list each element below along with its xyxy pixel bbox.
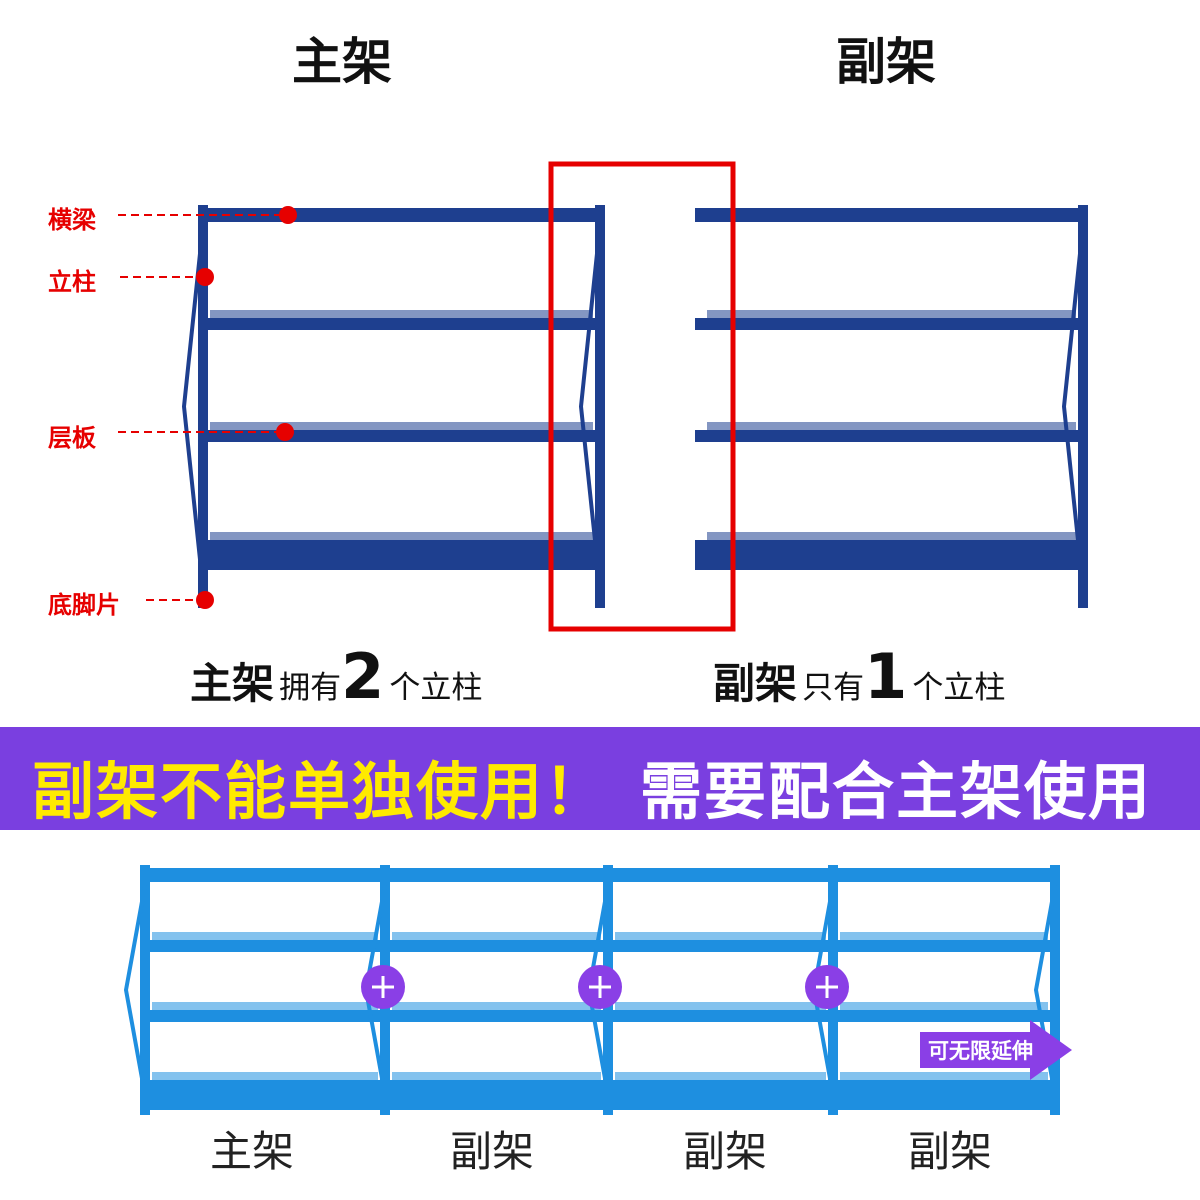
main-frame-heading: 主架 — [292, 33, 392, 91]
bottom-bay-1-shelf-board — [392, 932, 601, 940]
main-shelf-shelf-board — [210, 532, 593, 540]
bottom-bay-2-shelf-level — [603, 868, 838, 882]
bottom-label-sub-3: 副架 — [908, 1127, 993, 1176]
bottom-bay-3-shelf-board — [840, 1002, 1048, 1010]
bottom-label-sub-1: 副架 — [450, 1127, 535, 1176]
bottom-bay-2-shelf-level — [603, 940, 838, 952]
main-shelf-upright-left-brace — [181, 224, 205, 589]
bottom-bay-0-upright-left — [140, 865, 150, 1115]
sub-shelf-shelf-level — [695, 318, 1088, 330]
bottom-bay-1-shelf-board — [392, 1072, 601, 1080]
sub-shelf-upright-right — [1078, 205, 1088, 608]
bottom-bay-2-shelf-level — [603, 1010, 838, 1022]
sub-shelf-shelf-level — [695, 430, 1088, 442]
bottom-bay-2-shelf-board — [615, 932, 826, 940]
main-shelf-shelf-level — [198, 540, 605, 570]
main-shelf-shelf-board — [210, 422, 593, 430]
sub-frame-heading: 副架 — [836, 33, 936, 91]
bottom-label-main: 主架 — [210, 1127, 295, 1176]
banner-note: 需要配合主架使用 — [640, 755, 1153, 828]
main-caption-title: 主架 — [190, 659, 275, 708]
bottom-bay-2-shelf-board — [615, 1002, 826, 1010]
arrow-icon — [920, 1020, 1072, 1080]
bottom-bay-3-shelf-level — [828, 868, 1060, 882]
main-shelf-shelf-level — [198, 430, 605, 442]
warning-banner: 副架不能单独使用！ 需要配合主架使用 — [0, 727, 1200, 830]
bottom-bay-0-shelf-level — [140, 1010, 390, 1022]
sub-shelf-shelf-board — [707, 422, 1076, 430]
bottom-bay-1-shelf-level — [380, 1010, 613, 1022]
bottom-bay-1-shelf-level — [380, 940, 613, 952]
label-shelf-board: 层板 — [48, 424, 96, 452]
sub-caption-verb: 只有 — [802, 670, 865, 706]
main-caption-verb: 拥有 — [279, 670, 342, 706]
bottom-bay-0-shelf-board — [152, 1002, 378, 1010]
bottom-bay-3-shelf-board — [840, 932, 1048, 940]
main-shelf-upright-right — [595, 205, 605, 608]
leader-dot — [196, 268, 214, 286]
plus-icon-glyph — [816, 976, 838, 998]
leader-dot — [276, 423, 294, 441]
main-shelf-shelf-level — [198, 208, 605, 222]
plus-icon-glyph — [372, 976, 394, 998]
bottom-bay-3-shelf-level — [828, 940, 1060, 952]
main-caption: 主架 拥有2 个立柱 — [190, 640, 482, 713]
sub-shelf-upright-right-brace — [1061, 224, 1085, 589]
label-foot-plate: 底脚片 — [48, 591, 120, 619]
bottom-bay-0-shelf-level — [140, 868, 390, 882]
sub-caption-count: 1 — [864, 640, 908, 713]
bottom-bay-2-shelf-level — [603, 1080, 838, 1110]
main-shelf-shelf-board — [210, 310, 593, 318]
plus-icon-glyph — [589, 976, 611, 998]
bottom-bay-0-shelf-level — [140, 940, 390, 952]
bottom-bay-3-shelf-level — [828, 1080, 1060, 1110]
leader-dot — [279, 206, 297, 224]
bottom-bay-0-shelf-level — [140, 1080, 390, 1110]
main-shelf-upright-left — [198, 205, 208, 608]
highlight-frame — [548, 161, 736, 632]
label-upright: 立柱 — [48, 268, 96, 296]
bottom-bay-0-shelf-board — [152, 932, 378, 940]
bottom-bay-3-shelf-level — [828, 1010, 1060, 1022]
bottom-bay-1-shelf-level — [380, 1080, 613, 1110]
extend-label: 可无限延伸 — [928, 1039, 1033, 1063]
main-shelf-upright-right-brace — [578, 224, 602, 589]
sub-caption-title: 副架 — [713, 659, 798, 708]
main-caption-count: 2 — [341, 640, 385, 713]
bottom-bay-2-shelf-board — [615, 1072, 826, 1080]
sub-shelf-shelf-level — [695, 208, 1088, 222]
main-caption-unit: 个立柱 — [389, 670, 483, 706]
sub-shelf-shelf-board — [707, 532, 1076, 540]
sub-shelf-shelf-board — [707, 310, 1076, 318]
extend-arrow: 可无限延伸 — [920, 1020, 1075, 1080]
bottom-bay-0-upright-left-brace — [123, 884, 147, 1096]
sub-shelf-shelf-level — [695, 540, 1088, 570]
leader-dot — [196, 591, 214, 609]
bottom-bay-3-shelf-board — [840, 1072, 1048, 1080]
label-beam: 横梁 — [48, 206, 96, 234]
sub-caption: 副架 只有1 个立柱 — [713, 640, 1005, 713]
main-shelf-shelf-level — [198, 318, 605, 330]
bottom-bay-0-shelf-board — [152, 1072, 378, 1080]
bottom-label-sub-2: 副架 — [683, 1127, 768, 1176]
sub-caption-unit: 个立柱 — [912, 670, 1006, 706]
bottom-bay-1-shelf-board — [392, 1002, 601, 1010]
banner-warning: 副架不能单独使用！ — [32, 755, 609, 828]
bottom-bay-1-shelf-level — [380, 868, 613, 882]
bottom-bay-3-upright-right — [1050, 865, 1060, 1115]
